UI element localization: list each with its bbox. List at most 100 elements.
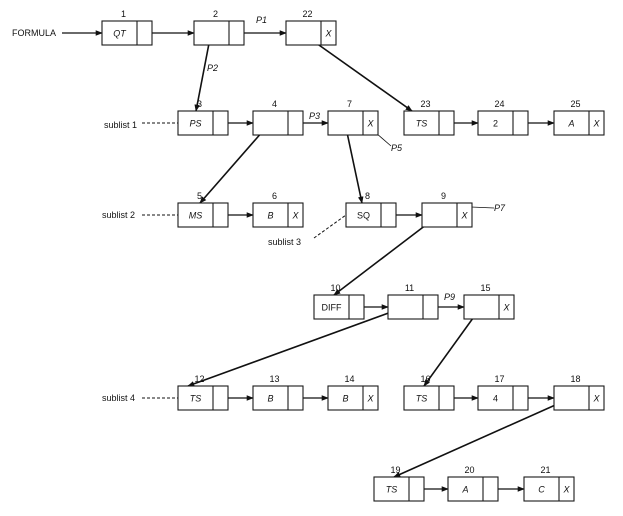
node-value: TS — [190, 394, 202, 404]
node-value: 2 — [493, 119, 498, 129]
node-number: 9 — [441, 191, 446, 201]
node-3: 3PS — [177, 99, 229, 136]
node-box — [373, 476, 425, 502]
node-number: 2 — [213, 9, 218, 19]
node-box — [252, 202, 304, 228]
null-pointer-mark: X — [324, 29, 332, 39]
node-2: 2 — [193, 9, 245, 46]
node-box — [327, 385, 379, 411]
node-box — [193, 20, 245, 46]
node-box — [101, 20, 153, 46]
node-box — [463, 294, 515, 320]
node-17: 17 4 — [477, 374, 529, 411]
node-box — [553, 385, 605, 411]
node-box — [285, 20, 337, 46]
node-value: DIFF — [322, 303, 342, 313]
pointer-label-p2: P2 — [207, 63, 218, 73]
pointer-label-p9: P9 — [444, 292, 455, 302]
node-20: 20A — [447, 465, 499, 502]
node-number: 20 — [464, 465, 474, 475]
node-6: 6B X — [252, 191, 304, 228]
node-4: 4 — [252, 99, 304, 136]
node-number: 6 — [272, 191, 277, 201]
sublist-pointer-22-23 — [301, 32, 413, 112]
p7-leader — [470, 206, 495, 209]
node-box — [477, 110, 529, 136]
node-box — [403, 110, 455, 136]
null-pointer-mark: X — [460, 211, 468, 221]
node-number: 8 — [365, 191, 370, 201]
sublist-2-label: sublist 2 — [102, 210, 135, 220]
node-value: PS — [189, 119, 201, 129]
node-value: B — [267, 394, 273, 404]
pointer-label-p3: P3 — [309, 111, 320, 121]
node-box — [177, 202, 229, 228]
sublist-3-label: sublist 3 — [268, 237, 301, 247]
node-24: 24 2 — [477, 99, 529, 136]
node-value: TS — [416, 394, 428, 404]
null-pointer-mark: X — [502, 303, 510, 313]
node-number: 4 — [272, 99, 277, 109]
null-pointer-mark: X — [366, 394, 374, 404]
node-number: 19 — [390, 465, 400, 475]
node-5: 5MS — [177, 191, 229, 228]
node-box — [477, 385, 529, 411]
sublist-1-label: sublist 1 — [104, 120, 137, 130]
formula-label: FORMULA — [12, 28, 56, 38]
node-value: 4 — [493, 394, 498, 404]
node-number: 22 — [302, 9, 312, 19]
node-box — [403, 385, 455, 411]
node-13: 13B — [252, 374, 304, 411]
node-number: 7 — [347, 99, 352, 109]
sublist-pointer-2-3 — [194, 32, 212, 112]
node-value: C — [538, 485, 545, 495]
node-box — [447, 476, 499, 502]
node-box — [421, 202, 473, 228]
node-22: 22X — [285, 9, 337, 46]
pointer-label-p1: P1 — [256, 15, 267, 25]
node-number: 5 — [197, 191, 202, 201]
node-value: A — [567, 119, 574, 129]
null-pointer-mark: X — [592, 119, 600, 129]
null-pointer-mark: X — [592, 394, 600, 404]
node-8: 8SQ — [345, 191, 397, 228]
node-number: 24 — [494, 99, 504, 109]
node-25: 25A X — [553, 99, 605, 136]
node-value: A — [461, 485, 468, 495]
node-number: 10 — [330, 283, 340, 293]
node-value: TS — [416, 119, 428, 129]
node-number: 12 — [194, 374, 204, 384]
node-number: 14 — [344, 374, 354, 384]
null-pointer-mark: X — [366, 119, 374, 129]
node-number: 21 — [540, 465, 550, 475]
node-18: 18X — [553, 374, 605, 411]
node-number: 17 — [494, 374, 504, 384]
pointer-label-p5: P5 — [391, 143, 403, 153]
node-number: 13 — [269, 374, 279, 384]
node-value: MS — [189, 211, 203, 221]
sublist-pointer-11-12 — [187, 306, 406, 387]
null-pointer-mark: X — [291, 211, 299, 221]
sublist-pointer-9-10 — [333, 214, 440, 296]
node-value: B — [267, 211, 273, 221]
sublist-pointer-15-16 — [423, 306, 482, 387]
node-value: B — [342, 394, 348, 404]
node-14: 14B X — [327, 374, 379, 411]
node-number: 15 — [480, 283, 490, 293]
node-value: TS — [386, 485, 398, 495]
node-15: 15X — [463, 283, 515, 320]
node-value: QT — [113, 29, 127, 39]
node-7: 7X — [327, 99, 379, 136]
node-number: 3 — [197, 99, 202, 109]
node-box — [553, 110, 605, 136]
node-number: 25 — [570, 99, 580, 109]
node-box — [523, 476, 575, 502]
node-box — [387, 294, 439, 320]
